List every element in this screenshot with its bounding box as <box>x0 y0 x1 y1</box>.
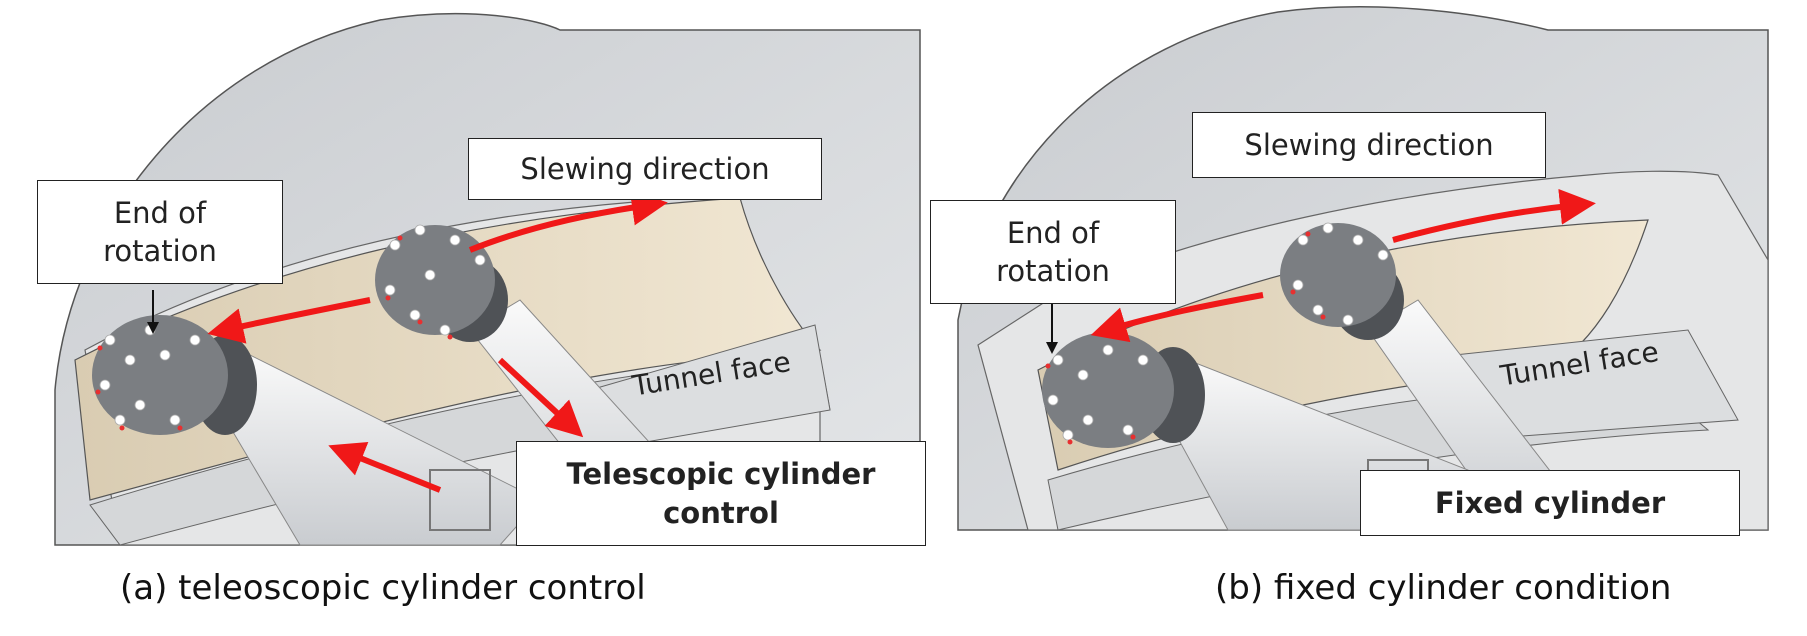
front-cutter-head <box>92 315 228 435</box>
pick-tips <box>1045 231 1326 445</box>
caption-a: (a) teleoscopic cylinder control <box>120 568 646 608</box>
arm-sleeve <box>429 469 491 531</box>
telescopic-control-label: Telescopic cylinder control <box>516 441 926 546</box>
pick-tips <box>95 235 453 431</box>
motion-arrows <box>207 189 668 493</box>
slewing-direction-label: Slewing direction <box>468 138 822 200</box>
slewing-direction-label: Slewing direction <box>1192 112 1546 178</box>
back-cutter-head <box>1280 223 1396 327</box>
end-of-rotation-label: End of rotation <box>930 200 1176 304</box>
slewing-arrow-left <box>207 297 371 344</box>
cutter-picks <box>99 224 486 426</box>
motion-arrows <box>1090 188 1596 343</box>
cutter-picks <box>1047 222 1389 441</box>
slewing-arrow-left <box>1090 292 1264 343</box>
panel-b: Slewing direction End of rotation Tunnel… <box>930 0 1807 560</box>
slewing-arrow-right <box>468 189 668 253</box>
fixed-cylinder-label: Fixed cylinder <box>1360 470 1740 536</box>
telescope-arrow-down <box>497 357 584 438</box>
end-pointer-head <box>1046 342 1058 354</box>
end-of-rotation-label: End of rotation <box>37 180 283 284</box>
back-cutter-head <box>375 225 495 335</box>
panel-a: Slewing direction End of rotation Tunnel… <box>0 0 940 560</box>
caption-b: (b) fixed cylinder condition <box>1215 568 1672 608</box>
slewing-arrow-right <box>1392 188 1596 243</box>
end-pointer-head <box>147 322 159 334</box>
telescope-arrow-back <box>328 441 442 493</box>
